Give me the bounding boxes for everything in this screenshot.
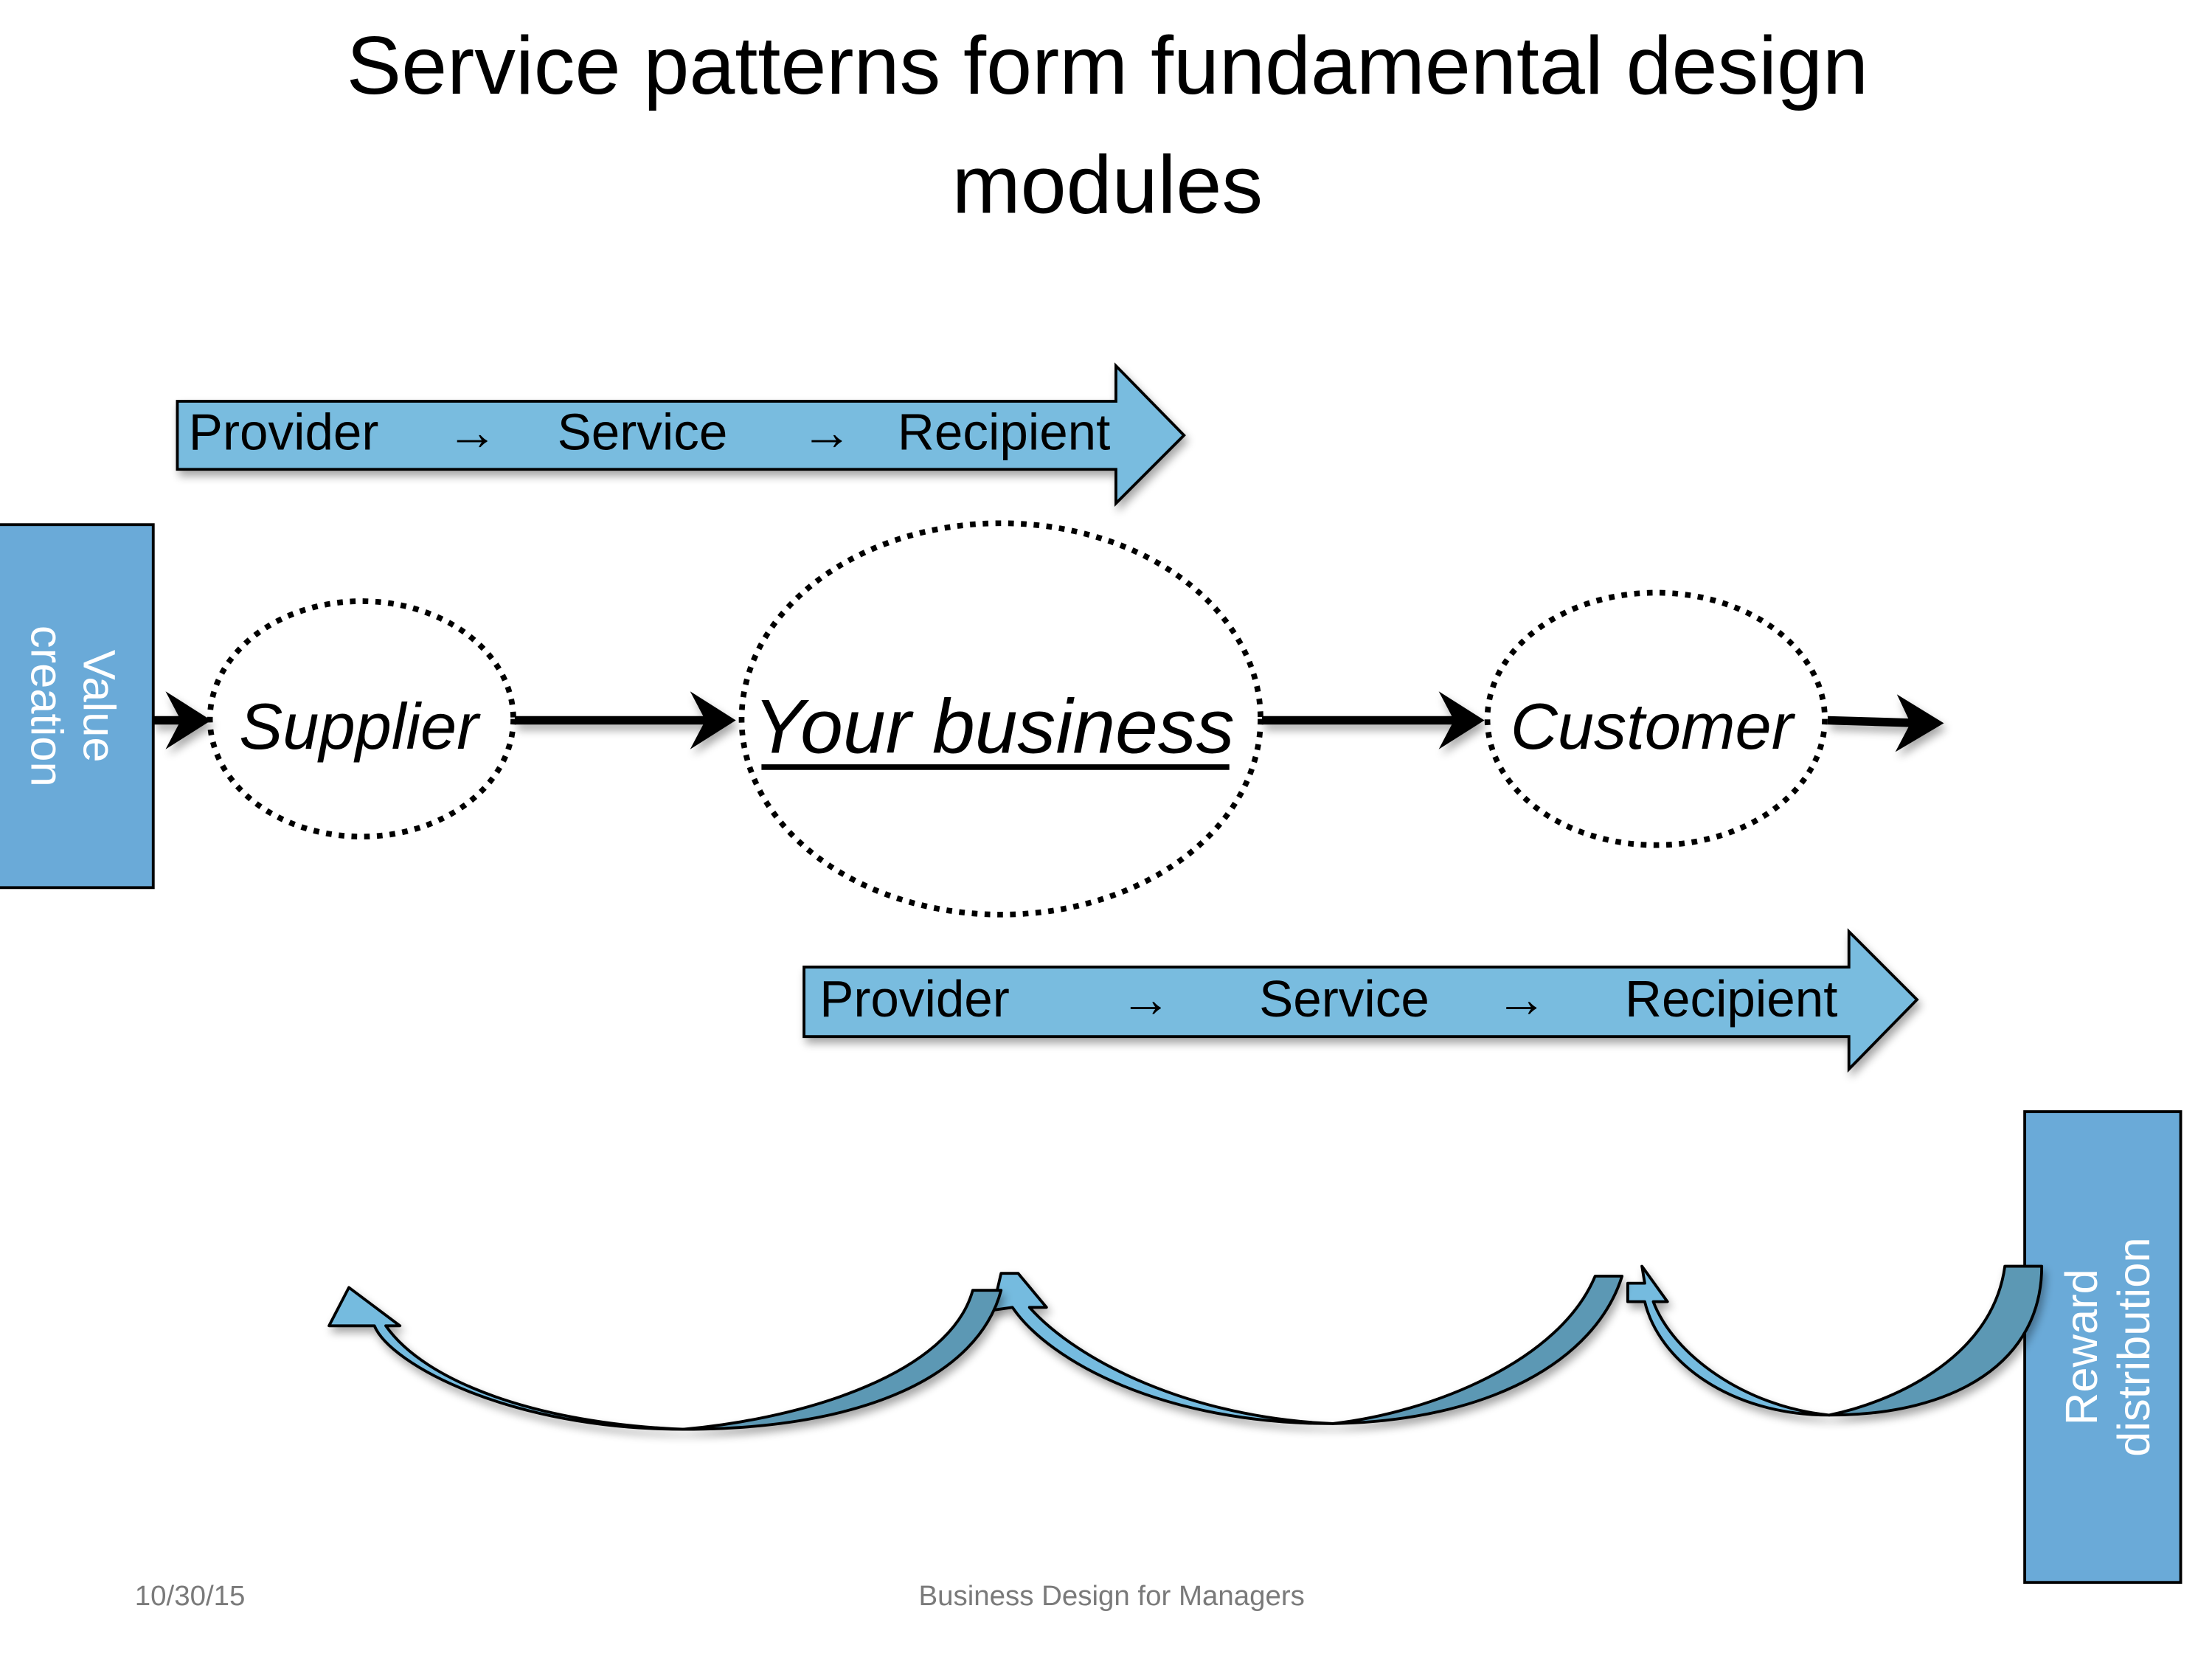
arrow-customer-out-icon	[1827, 694, 1944, 752]
curved-arrow-business-to-supplier-icon	[327, 1286, 1003, 1431]
curved-arrow-customer-to-business-icon	[991, 1272, 1624, 1425]
top-banner-arrow-1-icon: →	[447, 403, 498, 460]
reward-distribution-box	[2023, 1110, 2182, 1584]
your-business-node	[738, 520, 1263, 918]
reward-flow-curves	[327, 1264, 2044, 1431]
your-business-label: Your business	[754, 684, 1235, 769]
bottom-service-pattern-arrow	[802, 928, 1919, 1073]
value-creation-line-1: Value	[74, 650, 125, 763]
value-creation-line-2: creation	[21, 626, 72, 787]
value-creation-box	[0, 523, 155, 890]
arrow-business-to-customer-icon	[1261, 691, 1485, 749]
slide-title-line-1: Service patterns form fundamental design	[347, 19, 1868, 111]
top-banner-service: Service	[558, 403, 728, 460]
reward-distribution-line-2: distribution	[2109, 1237, 2160, 1456]
footer-course-title: Business Design for Managers	[918, 1580, 1304, 1612]
customer-node	[1484, 589, 1828, 848]
bottom-banner-shape	[802, 928, 1919, 1073]
bottom-banner-recipient: Recipient	[1625, 970, 1837, 1028]
top-service-pattern-arrow	[176, 362, 1186, 508]
value-creation-label: Value creation	[21, 626, 124, 787]
curved-arrow-reward-to-customer-icon	[1626, 1264, 2044, 1417]
bottom-banner-arrow-2-icon: →	[1496, 970, 1547, 1028]
value-chain-arrows	[153, 691, 1944, 752]
bottom-banner-provider: Provider	[819, 970, 1010, 1028]
slide-title-line-2: modules	[952, 138, 1263, 230]
bottom-banner-arrow-1-icon: →	[1120, 970, 1171, 1028]
top-banner-arrow-2-icon: →	[801, 403, 852, 460]
arrow-value-to-supplier-icon	[153, 691, 212, 749]
supplier-node	[207, 598, 516, 839]
reward-distribution-label: Reward distribution	[2056, 1237, 2160, 1456]
top-banner-recipient: Recipient	[898, 403, 1110, 460]
top-banner-provider: Provider	[189, 403, 379, 460]
top-banner-shape	[176, 362, 1186, 508]
customer-label: Customer	[1511, 690, 1796, 763]
supplier-label: Supplier	[239, 690, 481, 763]
arrow-supplier-to-business-icon	[514, 691, 736, 749]
bottom-banner-service: Service	[1259, 970, 1429, 1028]
footer-date: 10/30/15	[135, 1580, 246, 1612]
reward-distribution-line-1: Reward	[2056, 1269, 2107, 1425]
